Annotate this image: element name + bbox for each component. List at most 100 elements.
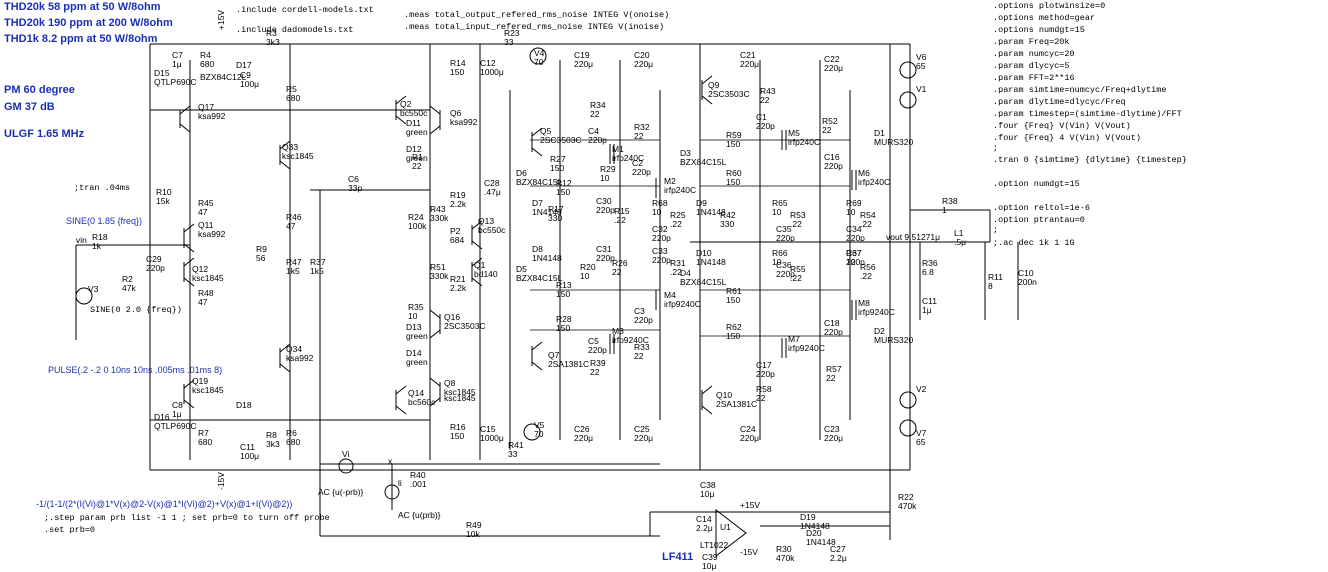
component-ref: D15 — [154, 68, 170, 78]
component-value: 684 — [450, 235, 464, 245]
component-ref: C26 — [574, 424, 590, 434]
component-ref: R67 — [846, 248, 862, 258]
component-ref: R48 — [198, 288, 214, 298]
component-value: 47 — [198, 207, 208, 217]
component-ref: Q7 — [548, 350, 560, 360]
component-value: .22 — [790, 273, 802, 283]
voltage-source-v3 — [75, 287, 93, 305]
component-ref: R55 — [790, 264, 806, 274]
supply-label: +15V — [216, 10, 226, 30]
component-value: 47 — [286, 221, 296, 231]
component-value: 150 — [450, 67, 464, 77]
component-ref: M5 — [788, 128, 800, 138]
component-ref: C39 — [702, 552, 718, 562]
component-ref: D19 — [800, 512, 816, 522]
component-value: ksc1845 — [444, 393, 476, 403]
component-value: 680 — [200, 59, 214, 69]
component-value: 220p — [588, 135, 607, 145]
mosfet-symbol — [609, 334, 615, 354]
component-ref: M4 — [664, 290, 676, 300]
voltage-source-v6 — [899, 61, 917, 79]
component-value: 220μ — [740, 59, 759, 69]
component-ref: R21 — [450, 274, 466, 284]
component-ref: C33 — [652, 246, 668, 256]
component-ref: D14 — [406, 348, 422, 358]
component-ref: R32 — [634, 122, 650, 132]
component-value: 1k5 — [310, 266, 324, 276]
component-value: 65 — [916, 437, 926, 447]
component-ref: C38 — [700, 480, 716, 490]
component-ref: R25 — [670, 210, 686, 220]
component-value: 470k — [898, 501, 917, 511]
component-value: 70 — [534, 57, 544, 67]
component-value: 2.2μ — [696, 523, 713, 533]
component-value: irfp240C — [788, 137, 820, 147]
component-ref: R49 — [466, 520, 482, 530]
component-ref: Q10 — [716, 390, 732, 400]
component-value: 150 — [726, 139, 740, 149]
component-value: 33 — [504, 37, 514, 47]
component-value: 10 — [580, 271, 590, 281]
component-ref: C7 — [172, 50, 183, 60]
component-value: 22 — [590, 367, 600, 377]
supply-label: +15V — [740, 500, 760, 510]
component-ref: C12 — [480, 58, 496, 68]
component-ref: R35 — [408, 302, 424, 312]
wiring — [75, 43, 1019, 540]
opt-line: .param simtime=numcyc/Freq+dlytime — [993, 85, 1166, 95]
component-ref: R68 — [652, 198, 668, 208]
component-value: 22 — [634, 131, 644, 141]
component-ref: R54 — [860, 210, 876, 220]
component-ref: M3 — [612, 326, 624, 336]
component-ref: R65 — [772, 198, 788, 208]
component-ref: R3 — [266, 28, 277, 38]
net-labels: vin vout 9.51271μ Vi x AC {u(-prb)} AC {… — [76, 10, 940, 520]
component-value: 33 — [508, 449, 518, 459]
component-value: 2.2μ — [830, 553, 847, 563]
component-ref: R29 — [600, 164, 616, 174]
component-value: 220p — [776, 269, 795, 279]
component-value: 10 — [846, 207, 856, 217]
component-ref: Q16 — [444, 312, 460, 322]
component-value: BZX84C15L — [680, 277, 727, 287]
component-ref: Q1 — [474, 260, 486, 270]
opt-line: .four {Freq} V(Vin) V(Vout) — [993, 121, 1131, 131]
component-value: 10 — [846, 257, 856, 267]
component-value: 150 — [550, 163, 564, 173]
opt-line: ; — [993, 225, 998, 235]
component-value: ksa992 — [198, 229, 226, 239]
component-value: 220μ — [740, 433, 759, 443]
component-value: .47μ — [484, 187, 501, 197]
component-value: MURS320 — [874, 137, 913, 147]
component-value: ksa992 — [198, 111, 226, 121]
bjt-symbol — [701, 385, 713, 415]
component-ref: R58 — [756, 384, 772, 394]
component-ref: C16 — [824, 152, 840, 162]
transistors — [179, 75, 857, 415]
component-ref: R46 — [286, 212, 302, 222]
component-ref: Q11 — [198, 220, 214, 230]
component-ref: D8 — [532, 244, 543, 254]
component-ref: C2 — [632, 158, 643, 168]
component-ref: R45 — [198, 198, 214, 208]
component-ref: V2 — [916, 384, 927, 394]
component-value: .001 — [410, 479, 427, 489]
component-ref: R38 — [942, 196, 958, 206]
component-ref: M1 — [612, 144, 624, 154]
component-ref: R40 — [410, 470, 426, 480]
component-ref: R7 — [198, 428, 209, 438]
voltage-source-v2 — [899, 391, 917, 409]
component-ref: D17 — [236, 60, 252, 70]
component-value: 220p — [634, 315, 653, 325]
component-ref: R11 — [988, 272, 1003, 282]
component-value: 220p — [632, 167, 651, 177]
component-value: 1μ — [922, 305, 932, 315]
component-value: .22 — [860, 219, 872, 229]
opamp-triangle — [715, 508, 747, 558]
component-value: 22 — [760, 95, 770, 105]
component-value: BZX84C15L — [516, 177, 563, 187]
phase-margin: PM 60 degree — [4, 84, 75, 96]
component-value: BZX84C15L — [516, 273, 563, 283]
voltage-source-v5 — [523, 423, 541, 441]
component-ref: R56 — [860, 262, 876, 272]
